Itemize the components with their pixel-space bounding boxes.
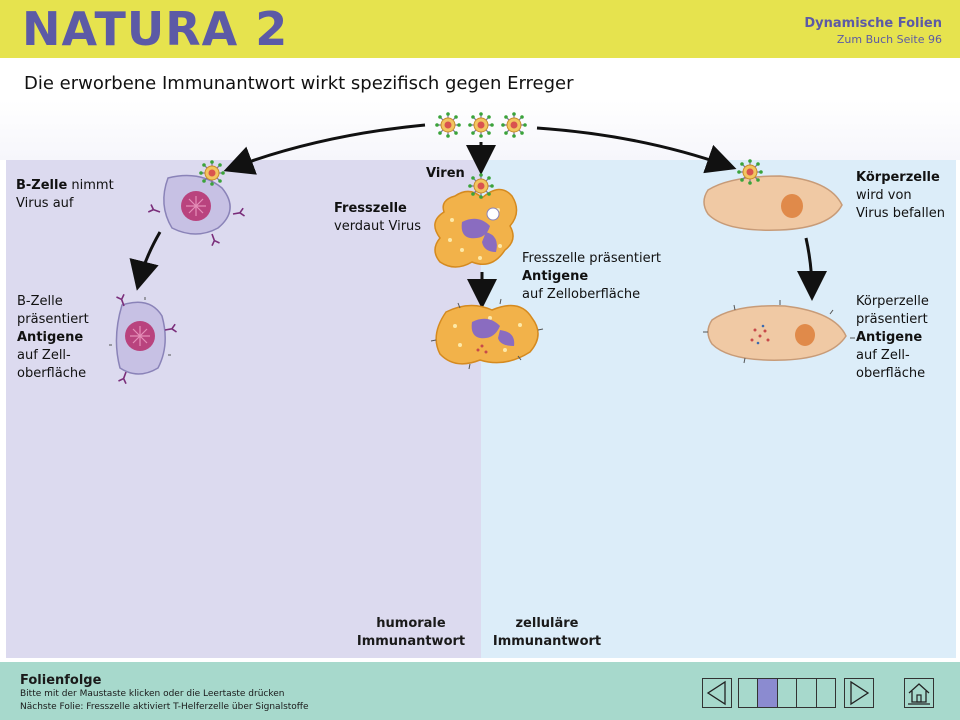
label-bodycell-line2: wird von (856, 188, 912, 203)
prev-slide-button[interactable] (702, 678, 732, 708)
arrow-bcell-present (129, 231, 162, 291)
label-bcell-name: B-Zelle (16, 178, 68, 193)
header-bar: NATURA 2 Dynamische Folien Zum Buch Seit… (0, 0, 960, 58)
label-humoral-response: humorale Immunantwort (350, 615, 472, 651)
label-phagocyte-presents: Fresszelle präsentiert Antigene auf Zell… (522, 250, 661, 304)
body-cell-icon (703, 158, 843, 231)
label-bcell2-line4: auf Zell- (17, 348, 71, 363)
label-humoral-line2: Immunantwort (356, 634, 466, 649)
humoral-panel (6, 160, 481, 658)
footer-title: Folienfolge (20, 673, 102, 688)
label-phagocyte-presents-line1: Fresszelle präsentiert (522, 251, 662, 266)
page-cell-4[interactable] (797, 679, 817, 707)
footer-bar: Folienfolge Bitte mit der Maustaste klic… (0, 662, 960, 720)
cellular-panel (481, 160, 956, 658)
label-phagocyte-antigene: Antigene (522, 269, 589, 284)
body-cell-presenting-icon (703, 300, 855, 364)
label-bcell2-verb: präsentiert (17, 312, 89, 327)
home-button[interactable] (904, 678, 934, 708)
label-bodycell-infected: Körperzelle wird von Virus befallen (856, 169, 945, 223)
label-bcell-presents: B-Zelle präsentiert Antigene auf Zell- o… (17, 293, 89, 383)
label-humoral-line1: humorale (376, 616, 446, 631)
label-phagocyte-action: verdaut Virus (334, 219, 422, 234)
footer-next-slide: Nächste Folie: Fresszelle aktiviert T-He… (20, 702, 309, 712)
label-bodycell2-antigene: Antigene (856, 330, 923, 345)
page-cell-2-current[interactable] (758, 679, 778, 707)
slide-title: Die erworbene Immunantwort wirkt spezifi… (24, 73, 574, 94)
b-cell-icon (147, 159, 246, 247)
dynamic-slides-info: Dynamische Folien Zum Buch Seite 96 (804, 16, 942, 48)
page-cell-3[interactable] (778, 679, 798, 707)
label-bcell2-antigene: Antigene (17, 330, 84, 345)
label-phagocyte-digests: Fresszelle verdaut Virus (334, 200, 421, 236)
dynamic-slides-title: Dynamische Folien (804, 16, 942, 31)
label-bodycell2-line5: oberfläche (856, 366, 926, 381)
label-bcell-takes-virus: B-Zelle nimmt Virus auf (16, 177, 114, 213)
label-viren: Viren (426, 166, 465, 181)
phagocyte-presenting-icon (430, 298, 544, 370)
virus-group-icon (434, 111, 528, 139)
label-bodycell2-line4: auf Zell- (856, 348, 910, 363)
triangle-left-icon (706, 680, 726, 706)
arrow-to-body-cell (536, 126, 737, 174)
book-page-ref: Zum Buch Seite 96 (836, 33, 942, 46)
b-cell-presenting-icon (109, 293, 178, 385)
footer-instruction: Bitte mit der Maustaste klicken oder die… (20, 689, 285, 699)
label-bodycell2-verb: präsentiert (856, 312, 928, 327)
label-cellular-line2: Immunantwort (492, 634, 602, 649)
label-bodycell-presents: Körperzelle präsentiert Antigene auf Zel… (856, 293, 929, 383)
label-bodycell-line3: Virus befallen (856, 206, 945, 221)
label-bcell-verb: nimmt (67, 178, 114, 193)
triangle-right-icon (850, 680, 870, 706)
page-cell-5[interactable] (817, 679, 835, 707)
slide-page-strip[interactable] (738, 678, 836, 708)
immune-response-diagram (109, 111, 855, 385)
brand-logo: NATURA 2 (22, 2, 289, 56)
page-cell-1[interactable] (739, 679, 759, 707)
label-phagocyte-surface: auf Zelloberfläche (522, 287, 641, 302)
label-cellular-line1: zelluläre (515, 616, 579, 631)
label-phagocyte-name: Fresszelle (334, 201, 407, 216)
label-bcell2-name: B-Zelle (17, 294, 63, 309)
label-bcell-object: Virus auf (16, 196, 74, 211)
arrow-bodycell-present (796, 237, 827, 301)
home-icon (908, 683, 930, 705)
phagocyte-icon (434, 172, 518, 268)
label-bodycell2-name: Körperzelle (856, 294, 929, 309)
label-cellular-response: zelluläre Immunantwort (488, 615, 606, 651)
next-slide-button[interactable] (844, 678, 874, 708)
label-bcell2-line5: oberfläche (17, 366, 87, 381)
label-bodycell-name: Körperzelle (856, 170, 940, 185)
arrow-to-bcell (223, 123, 426, 175)
